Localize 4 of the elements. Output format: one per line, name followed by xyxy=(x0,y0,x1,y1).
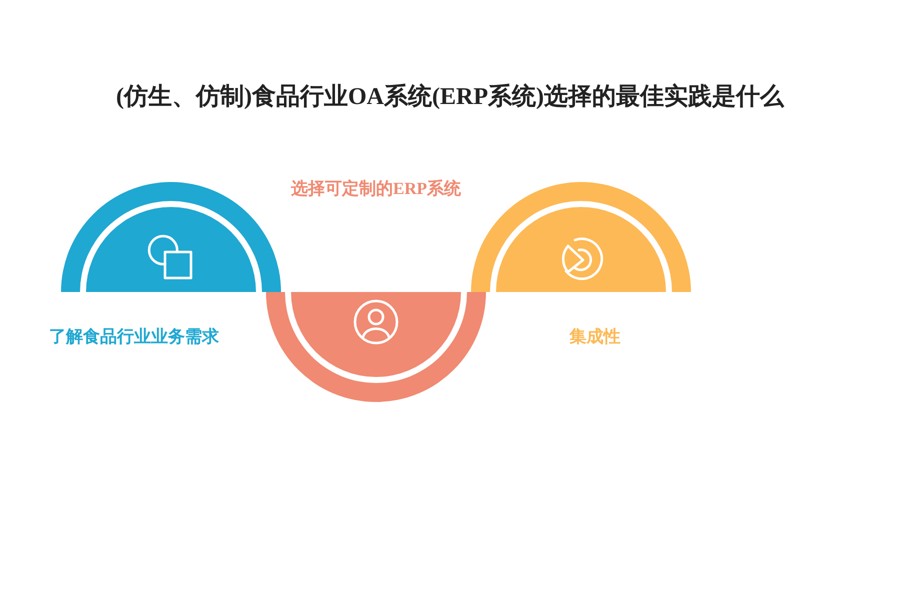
step-label: 集成性 xyxy=(568,326,622,348)
step-label: 选择可定制的ERP系统 xyxy=(290,178,462,200)
title: (仿生、仿制)食品行业OA系统(ERP系统)选择的最佳实践是什么 xyxy=(115,82,786,112)
step-label: 了解食品行业业务需求 xyxy=(48,326,220,348)
